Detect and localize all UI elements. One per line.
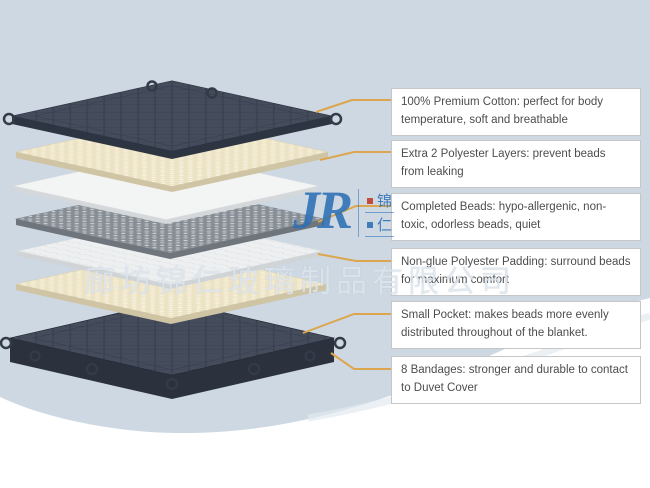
connector-bandages xyxy=(330,352,392,370)
connector-completed-beads xyxy=(317,205,392,223)
layer-top-cover xyxy=(10,80,334,159)
callout-small-pocket: Small Pocket: makes beads more evenly di… xyxy=(391,301,641,349)
connector-polyester-padding xyxy=(317,253,392,262)
connector-premium-cotton xyxy=(315,99,392,113)
callout-polyester-padding: Non-glue Polyester Padding: surround bea… xyxy=(391,248,641,296)
callout-premium-cotton: 100% Premium Cotton: perfect for body te… xyxy=(391,88,641,136)
callout-connectors xyxy=(302,99,392,370)
connector-polyester-layers xyxy=(319,151,392,161)
bandage-loops-top xyxy=(2,80,343,126)
callout-bandages: 8 Bandages: stronger and durable to cont… xyxy=(391,356,641,404)
connector-small-pocket xyxy=(302,313,392,334)
bandage-loops-bottom xyxy=(0,336,347,391)
callout-completed-beads: Completed Beads: hypo-allergenic, non-to… xyxy=(391,193,641,241)
callout-polyester-layers: Extra 2 Polyester Layers: prevent beads … xyxy=(391,140,641,188)
layer-bottom-cover xyxy=(8,300,336,399)
